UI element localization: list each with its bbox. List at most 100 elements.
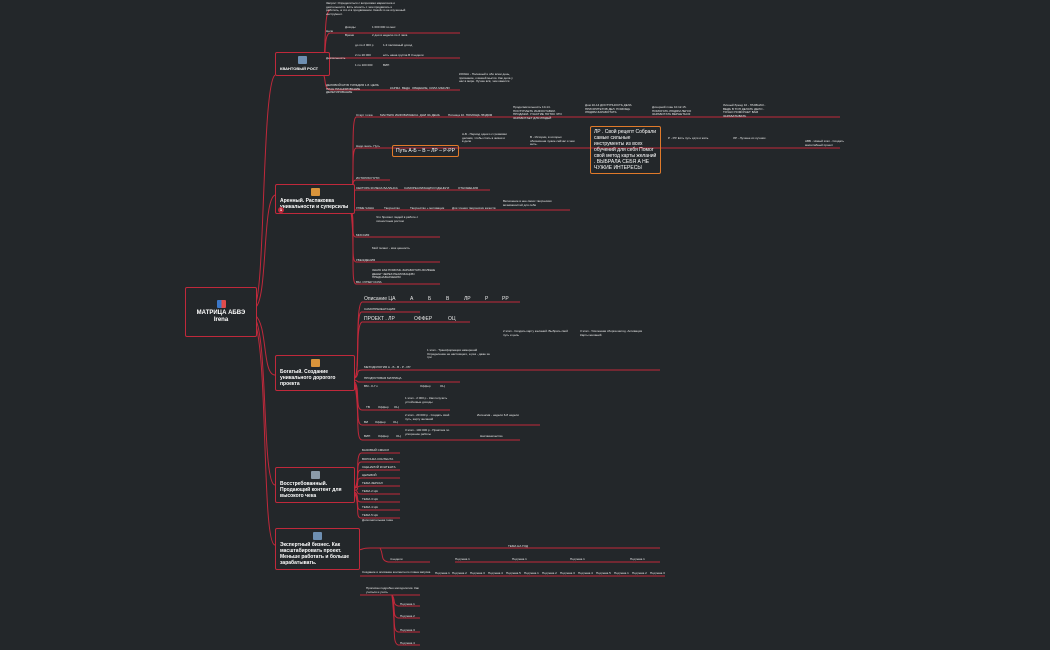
branch1-footer: КОЗНА - Полезный и обо всем день, призна… xyxy=(459,72,513,84)
branch4-item: ЦЕЛЕВОЙ xyxy=(362,473,377,477)
branch2-start: Продолжительность 10-14. ПОСТУПАЕТЬ ИНФО… xyxy=(513,105,562,120)
branch5-column-item: Подтема 4 xyxy=(400,641,415,645)
branch5-row-title: 4 недели xyxy=(390,557,403,561)
branch5-sub: Подтема 1 xyxy=(524,571,539,575)
branch3-row3: ОЦ xyxy=(448,316,456,322)
branch3-row1: А xyxy=(410,296,414,302)
branch2-item: УБЕЖДЕНИЯ xyxy=(356,258,376,262)
branch1-item: 2 по 20 000 xyxy=(355,53,371,57)
branch5-row-title: Подтема 1 xyxy=(455,557,470,561)
branch3-method-item: 2 этап - Создать карту желаний. Выбрать … xyxy=(503,329,568,337)
branch1-item: есть наша группа В 3 недели xyxy=(383,53,424,57)
table-cell: 1 этап - 2 000 р - Как получить устойчив… xyxy=(405,396,448,404)
branch1-item: до по 2 000 р xyxy=(355,43,374,47)
branch1-item: ВИП xyxy=(383,63,390,67)
branch3-row1: ЛР xyxy=(464,296,471,302)
table-cell: ОЦ xyxy=(394,405,399,409)
branch4-item: БАЗОВЫЙ СМЫСЛ xyxy=(362,448,389,452)
table-cell: Оффер xyxy=(378,434,389,438)
branch2-item: Что бросает людей в работе с личностным … xyxy=(376,215,419,223)
branch1-item: Доходы xyxy=(345,25,356,29)
branch2-item: ИСТОРИЯ ПУТИ xyxy=(356,176,380,180)
branch5-sub: Подтема 1 xyxy=(614,571,629,575)
branch2-item: Мой талант - моя ценность xyxy=(372,246,410,250)
branch-rich[interactable]: Богатый. Создание уникального дорогого п… xyxy=(275,355,355,391)
branch2-start: Старт точка xyxy=(356,113,373,117)
branch2-item: МИССИЯ xyxy=(356,233,370,237)
branch2-path-item: Р - РР. Есть путь идти и жить xyxy=(668,136,709,140)
path-box[interactable]: Путь А-Б – В – ЛР – Р-РР xyxy=(392,145,459,157)
branch5-sub: Подтема 2 xyxy=(632,571,647,575)
branch5-sub: Подтема 3 xyxy=(650,571,665,575)
branch3-row1: В xyxy=(446,296,450,302)
branch5-sub: Подтема 5 xyxy=(596,571,611,575)
branch-label: КВАНТОВЫЙ РОСТ xyxy=(280,66,319,71)
branch5-column-item: Подтема 1 xyxy=(400,602,415,606)
branch2-start: Личный бренд 10 - ГЛАВНАЯ - ВЕДЬ В ТОП Д… xyxy=(723,103,766,118)
chart-icon xyxy=(298,56,307,64)
branch4-item: ТЕМА 5 ЦА xyxy=(362,513,378,517)
table-cell: Оффер xyxy=(375,420,386,424)
branch2-path-item: В - Истории, в которых обозначена чужие … xyxy=(530,135,575,147)
priority-badge: 1 xyxy=(278,207,284,213)
branch5-sub: Подтема 5 xyxy=(506,571,521,575)
branch5-row-title: Подтема 1 xyxy=(630,557,645,561)
branch2-item: ВЫ. СУПЕР СИЛА xyxy=(356,280,382,284)
branch3-row1: Описание ЦА xyxy=(364,296,396,302)
branch1-footer: КАРМА xyxy=(390,86,401,90)
branch4-item: ТЕМА 4 ЦА xyxy=(362,505,378,509)
table-cell: ВИП xyxy=(364,434,371,438)
branch2-item: УЛЫЕ ЧАША xyxy=(356,206,375,210)
branch-label: Экспертный бизнес. Как масштабировать пр… xyxy=(280,542,350,566)
branch4-item: ВОРОНКА КОНТЕНТА xyxy=(362,457,394,461)
branch1-row-label: Деятельность xyxy=(326,56,346,60)
branch4-item: СЦЕНАРИЙ КОНТЕНТА xyxy=(362,465,396,469)
branch1-row-label: Цели xyxy=(326,29,334,33)
branch5-left-item: Прописан подробно методология. Как учить… xyxy=(366,586,419,594)
house-icon xyxy=(310,359,320,367)
person-icon xyxy=(313,532,322,540)
branch2-item: Творчество xyxy=(384,206,400,210)
root-title: МАТРИЦА АБВЭ xyxy=(196,310,246,316)
branch1-item: 1 000 000 по мес xyxy=(372,25,396,29)
branch-label: Аренный. Распаковка уникальности и супер… xyxy=(280,198,349,210)
branch5-sub: Подтема 2 xyxy=(542,571,557,575)
branch-quantum-growth[interactable]: КВАНТОВЫЙ РОСТ xyxy=(275,52,330,76)
branch5-column-item: Подтема 3 xyxy=(400,628,415,632)
branch2-start: Дом 10-14 ДОСТУПНОСТЬ ДЕЛА ПРИОРИТЕТОВ Д… xyxy=(585,103,632,115)
branch2-item: Творчество + мотивация xyxy=(410,206,445,210)
branch2-start: Дочерний план 10.12.15. ПОМОГАТЬ ЛЮДЯМ Л… xyxy=(652,105,692,117)
branch2-path-label: Надо знать. Путь xyxy=(356,144,380,148)
branch3-row1: РР xyxy=(502,296,509,302)
branch4-item: ТЕМА ЗЕРКАЛ xyxy=(362,481,383,485)
branch2-start: Пятница 10. ПОМОЩЬ ЛЮДЯМ xyxy=(448,113,493,117)
branch2-path-item: А-Б - Период одного с громкими делами, ч… xyxy=(462,132,507,144)
branch3-product-item: ВМ - 0-7 к xyxy=(364,384,378,388)
branch3-row1: Р xyxy=(485,296,489,302)
branch3-row2: САМОПРЕЗЕНТАЦИЯ xyxy=(364,307,396,311)
branch4-item: Дополнительная тема xyxy=(362,518,393,522)
branch4-item: ТЕМА 2 ЦА xyxy=(362,489,378,493)
screen-icon xyxy=(310,471,320,479)
branch5-sub: Подтема 1 xyxy=(435,571,450,575)
branch5-header: ТЕМА НА ГОД xyxy=(508,544,528,548)
branch2-path-item: ЛР - Лучшее из лучших. xyxy=(733,136,767,140)
table-cell: Наставничество xyxy=(480,434,503,438)
branch-arena[interactable]: Аренный. Распаковка уникальности и супер… xyxy=(275,184,355,214)
branch3-row1: Б xyxy=(428,296,432,302)
branch5-row-title: Подтема 1 xyxy=(570,557,585,561)
branch1-footer: ВЕДА xyxy=(402,86,411,90)
branch5-left-item: Создание и описание контентного плана за… xyxy=(362,570,431,574)
root-node[interactable]: МАТРИЦА АБВЭ Irena xyxy=(185,287,257,337)
highlight-recipe[interactable]: ЛР . Свой рецепт Собрали самые сильные и… xyxy=(590,126,661,174)
branch-label: Богатый. Создание уникального дорогого п… xyxy=(280,369,336,387)
branch3-row3: ОФФЕР xyxy=(414,316,433,322)
branch2-path-item: АВБ - Новый этап - Создать масштабный пр… xyxy=(805,139,844,147)
table-cell: ТВ xyxy=(366,405,370,409)
branch3-product-item: ОЦ xyxy=(440,384,445,388)
branch2-item: ЗНАЮ КАК ПОМОЧЬ ЗАРАБОТАТЬ БОЛЬШЕ ДЕНЕГ … xyxy=(372,268,436,280)
branch-demanded[interactable]: Восстребованный. Продающий контент для в… xyxy=(275,467,355,503)
branch3-product: ПРОДУКТОВАЯ МАТРИЦА xyxy=(364,376,402,380)
branch-expert[interactable]: Экспертный бизнес. Как масштабировать пр… xyxy=(275,528,360,570)
